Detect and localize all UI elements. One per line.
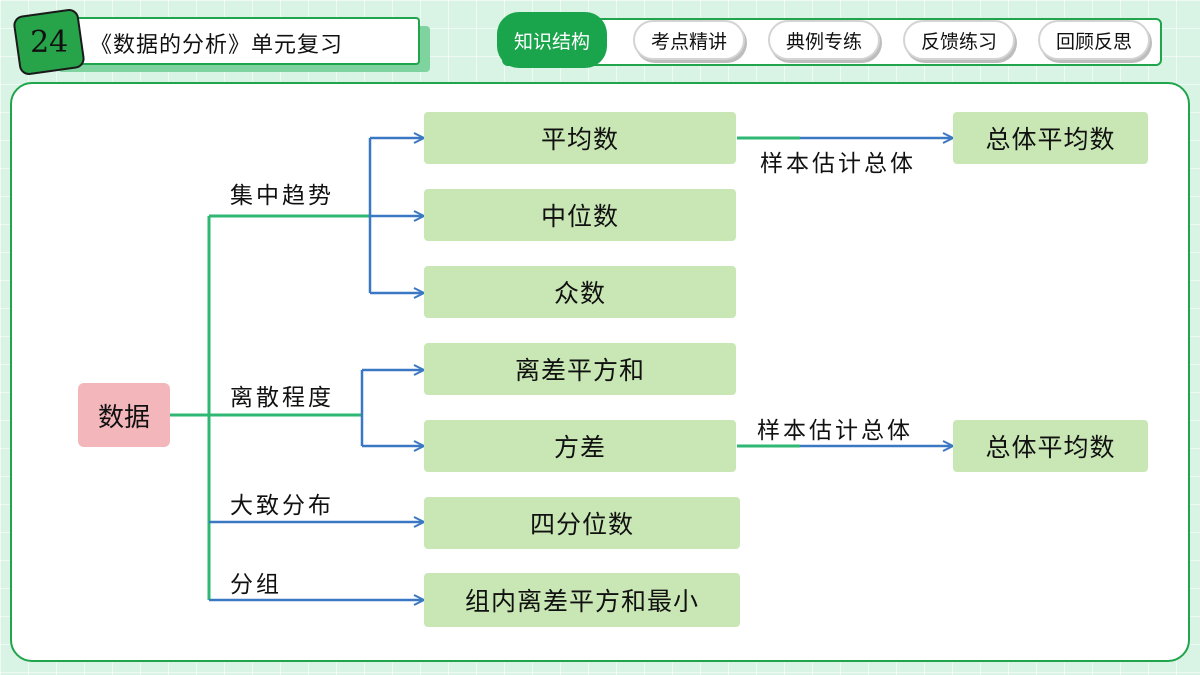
node-median: 中位数 [424, 189, 736, 241]
lesson-number: 24 [29, 24, 69, 60]
branch-label-grouping: 分组 [230, 572, 282, 598]
tab-review-reflection[interactable]: 回顾反思 [1038, 20, 1150, 60]
page-title: 《数据的分析》单元复习 [90, 33, 344, 58]
branch-label-dispersion: 离散程度 [230, 385, 334, 411]
root-node: 数据 [78, 383, 170, 447]
node-mode: 众数 [424, 266, 736, 318]
node-population-mean-1: 总体平均数 [953, 112, 1148, 164]
tab-key-points[interactable]: 考点精讲 [633, 20, 745, 60]
lesson-number-badge: 24 [12, 7, 86, 77]
node-population-mean-2: 总体平均数 [953, 420, 1148, 472]
node-mean: 平均数 [424, 112, 736, 164]
branch-label-central-tendency: 集中趋势 [230, 183, 334, 209]
node-variance: 方差 [424, 420, 736, 472]
edge-label-sample-estimate-1: 样本估计总体 [760, 151, 916, 177]
node-min-within-group-sum-squares: 组内离差平方和最小 [424, 573, 740, 627]
title-box: 《数据的分析》单元复习 [50, 17, 420, 65]
edge-label-sample-estimate-2: 样本估计总体 [757, 418, 913, 444]
node-quartiles: 四分位数 [424, 497, 740, 549]
node-sum-of-squared-deviations: 离差平方和 [424, 343, 736, 395]
tab-example-practice[interactable]: 典例专练 [768, 20, 880, 60]
branch-label-distribution: 大致分布 [230, 493, 334, 519]
tab-knowledge-structure[interactable]: 知识结构 [497, 12, 607, 68]
tab-feedback-practice[interactable]: 反馈练习 [903, 20, 1015, 60]
